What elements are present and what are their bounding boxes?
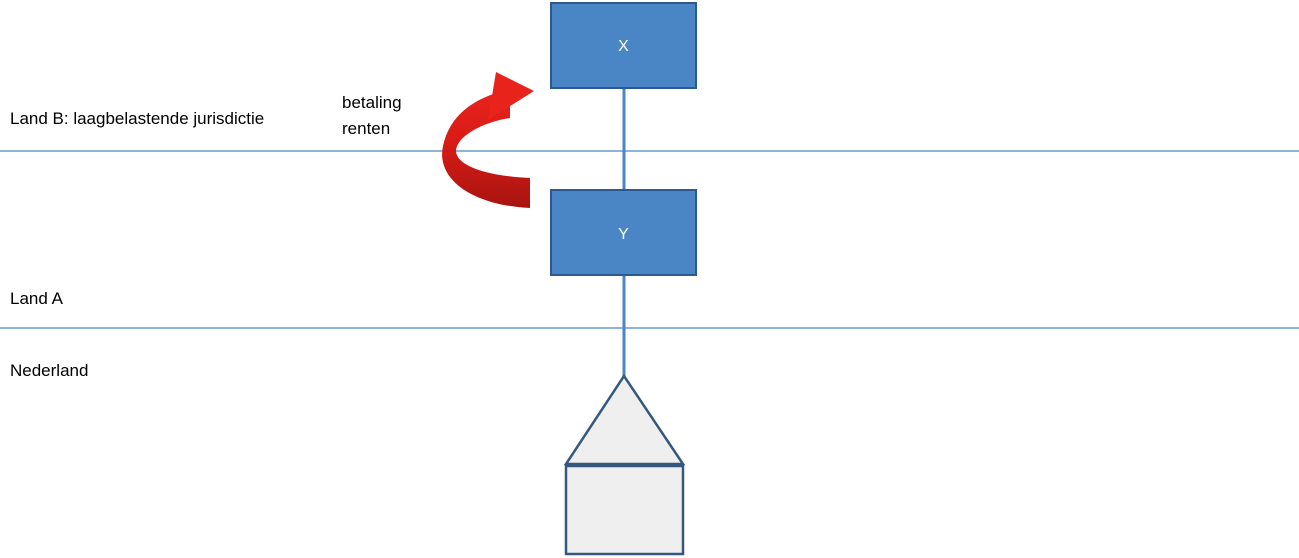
house-body [564, 464, 685, 556]
entity-x-label: X [618, 38, 629, 55]
arrow-head [488, 72, 534, 120]
entity-x-box [550, 2, 697, 89]
arrow-label-line-2: renten [342, 119, 390, 138]
entity-y-box [550, 189, 697, 276]
entity-x[interactable]: X [550, 2, 697, 89]
interest-payment-arrow-icon [442, 72, 534, 208]
house-roof [563, 373, 686, 466]
arrow-label-line-1: betaling [342, 93, 402, 112]
house-icon [563, 373, 686, 556]
region-label-land-b: Land B: laagbelastende jurisdictie [10, 109, 264, 128]
entity-y-label: Y [618, 226, 629, 243]
region-label-land-a: Land A [10, 289, 64, 308]
region-label-nederland: Nederland [10, 361, 88, 380]
arrow-body [442, 90, 530, 208]
entity-y[interactable]: Y [550, 189, 697, 276]
